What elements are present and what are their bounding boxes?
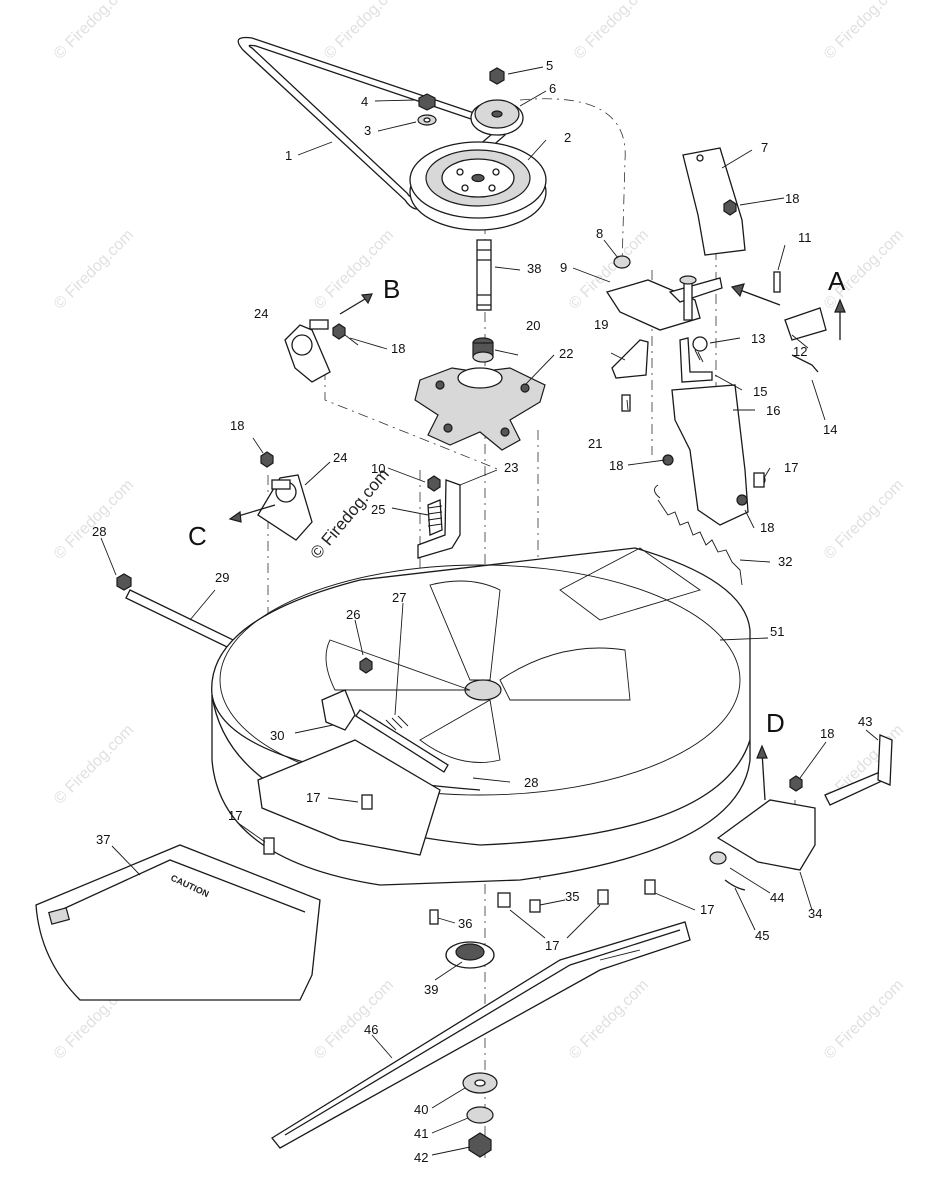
callout-18-lift: 18 [785, 191, 799, 206]
part-46-blade [271, 921, 691, 1149]
callout-45: 45 [755, 928, 769, 943]
callout-26: 26 [346, 607, 360, 622]
callout-23: 23 [504, 460, 518, 475]
callout-30: 30 [270, 728, 284, 743]
callout-17-deck: 17 [306, 790, 320, 805]
callout-18-c: 18 [230, 418, 244, 433]
callout-2: 2 [564, 130, 571, 145]
callout-5: 5 [546, 58, 553, 73]
callout-42: 42 [414, 1150, 428, 1165]
watermark: © Firedog.com [821, 476, 907, 562]
callout-36: 36 [458, 916, 472, 931]
leader-lines [100, 66, 879, 1156]
callout-16: 16 [766, 403, 780, 418]
callout-22: 22 [559, 346, 573, 361]
callout-1: 1 [285, 148, 292, 163]
watermark: © Firedog.com [566, 976, 652, 1062]
callout-35: 35 [565, 889, 579, 904]
callout-8: 8 [596, 226, 603, 241]
callout-17-bottom: 17 [700, 902, 714, 917]
part-37-grass-chute: CAUTION [35, 844, 321, 1001]
callout-17-right: 17 [784, 460, 798, 475]
callout-12: 12 [793, 344, 807, 359]
callout-39: 39 [424, 982, 438, 997]
callout-3: 3 [364, 123, 371, 138]
callout-43: 43 [858, 714, 872, 729]
watermark: © Firedog.com [821, 0, 907, 63]
watermark: © Firedog.com [51, 721, 137, 807]
callout-24-lower: 24 [333, 450, 347, 465]
callout-6: 6 [549, 81, 556, 96]
parts-40-42-blade-hardware [462, 1072, 498, 1158]
view-letter-a: A [828, 266, 846, 296]
callout-41: 41 [414, 1126, 428, 1141]
callout-44: 44 [770, 890, 784, 905]
deck-chute-deflector [257, 739, 441, 856]
callout-19: 19 [594, 317, 608, 332]
parts-10-23-25 [417, 475, 461, 559]
hardware-bolts [263, 472, 765, 925]
callout-32: 32 [778, 554, 792, 569]
callout-10: 10 [371, 461, 385, 476]
callout-28-deck: 28 [524, 775, 538, 790]
callout-14: 14 [823, 422, 837, 437]
part-38-spindle-shaft [476, 239, 492, 311]
watermark: © Firedog.com [51, 226, 137, 312]
callout-38: 38 [527, 261, 541, 276]
view-arrows [228, 283, 846, 801]
part-24-bracket-lower [257, 451, 313, 541]
callout-18-mid: 18 [609, 458, 623, 473]
callout-17-left: 17 [228, 808, 242, 823]
callout-20: 20 [526, 318, 540, 333]
parts-34-43-45-hitch [709, 734, 893, 891]
callout-37: 37 [96, 832, 110, 847]
part-2-pulley [409, 141, 547, 231]
parts-3-6-idler [417, 67, 524, 136]
callout-24-upper: 24 [254, 306, 268, 321]
view-letter-c: C [188, 521, 207, 551]
callout-40: 40 [414, 1102, 428, 1117]
callout-27: 27 [392, 590, 406, 605]
watermark: © Firedog.com [51, 0, 137, 63]
callout-7: 7 [761, 140, 768, 155]
callout-28-left: 28 [92, 524, 106, 539]
watermark: © Firedog.com [321, 0, 407, 63]
callout-4: 4 [361, 94, 368, 109]
callout-18-b: 18 [391, 341, 405, 356]
callout-18-right: 18 [760, 520, 774, 535]
callout-labels: 1 2 3 4 5 6 7 8 9 10 11 12 13 14 15 16 1… [92, 58, 872, 1165]
parts-26-27-30 [321, 657, 449, 773]
watermark: © Firedog.com [311, 976, 397, 1062]
callout-18-d: 18 [820, 726, 834, 741]
view-letter-b: B [383, 274, 400, 304]
callout-34: 34 [808, 906, 822, 921]
callout-17-center: 17 [545, 938, 559, 953]
watermark: © Firedog.com [51, 476, 137, 562]
part-22-spindle-housing [414, 367, 546, 451]
callout-13: 13 [751, 331, 765, 346]
callout-25: 25 [371, 502, 385, 517]
parts-7-19-lift-linkage [605, 147, 827, 526]
callout-46: 46 [364, 1022, 378, 1037]
callout-15: 15 [753, 384, 767, 399]
callout-11: 11 [798, 230, 812, 245]
part-20-bearing [472, 337, 494, 363]
callout-51: 51 [770, 624, 784, 639]
callout-9: 9 [560, 260, 567, 275]
watermark: © Firedog.com [571, 0, 657, 63]
part-39-blade-adapter [445, 941, 495, 969]
callout-21: 21 [588, 436, 602, 451]
view-letter-d: D [766, 708, 785, 738]
part-51-deck [211, 547, 751, 886]
watermark: © Firedog.com [821, 976, 907, 1062]
part-32-spring [654, 484, 743, 586]
part-24-bracket-upper [284, 319, 346, 383]
callout-29: 29 [215, 570, 229, 585]
